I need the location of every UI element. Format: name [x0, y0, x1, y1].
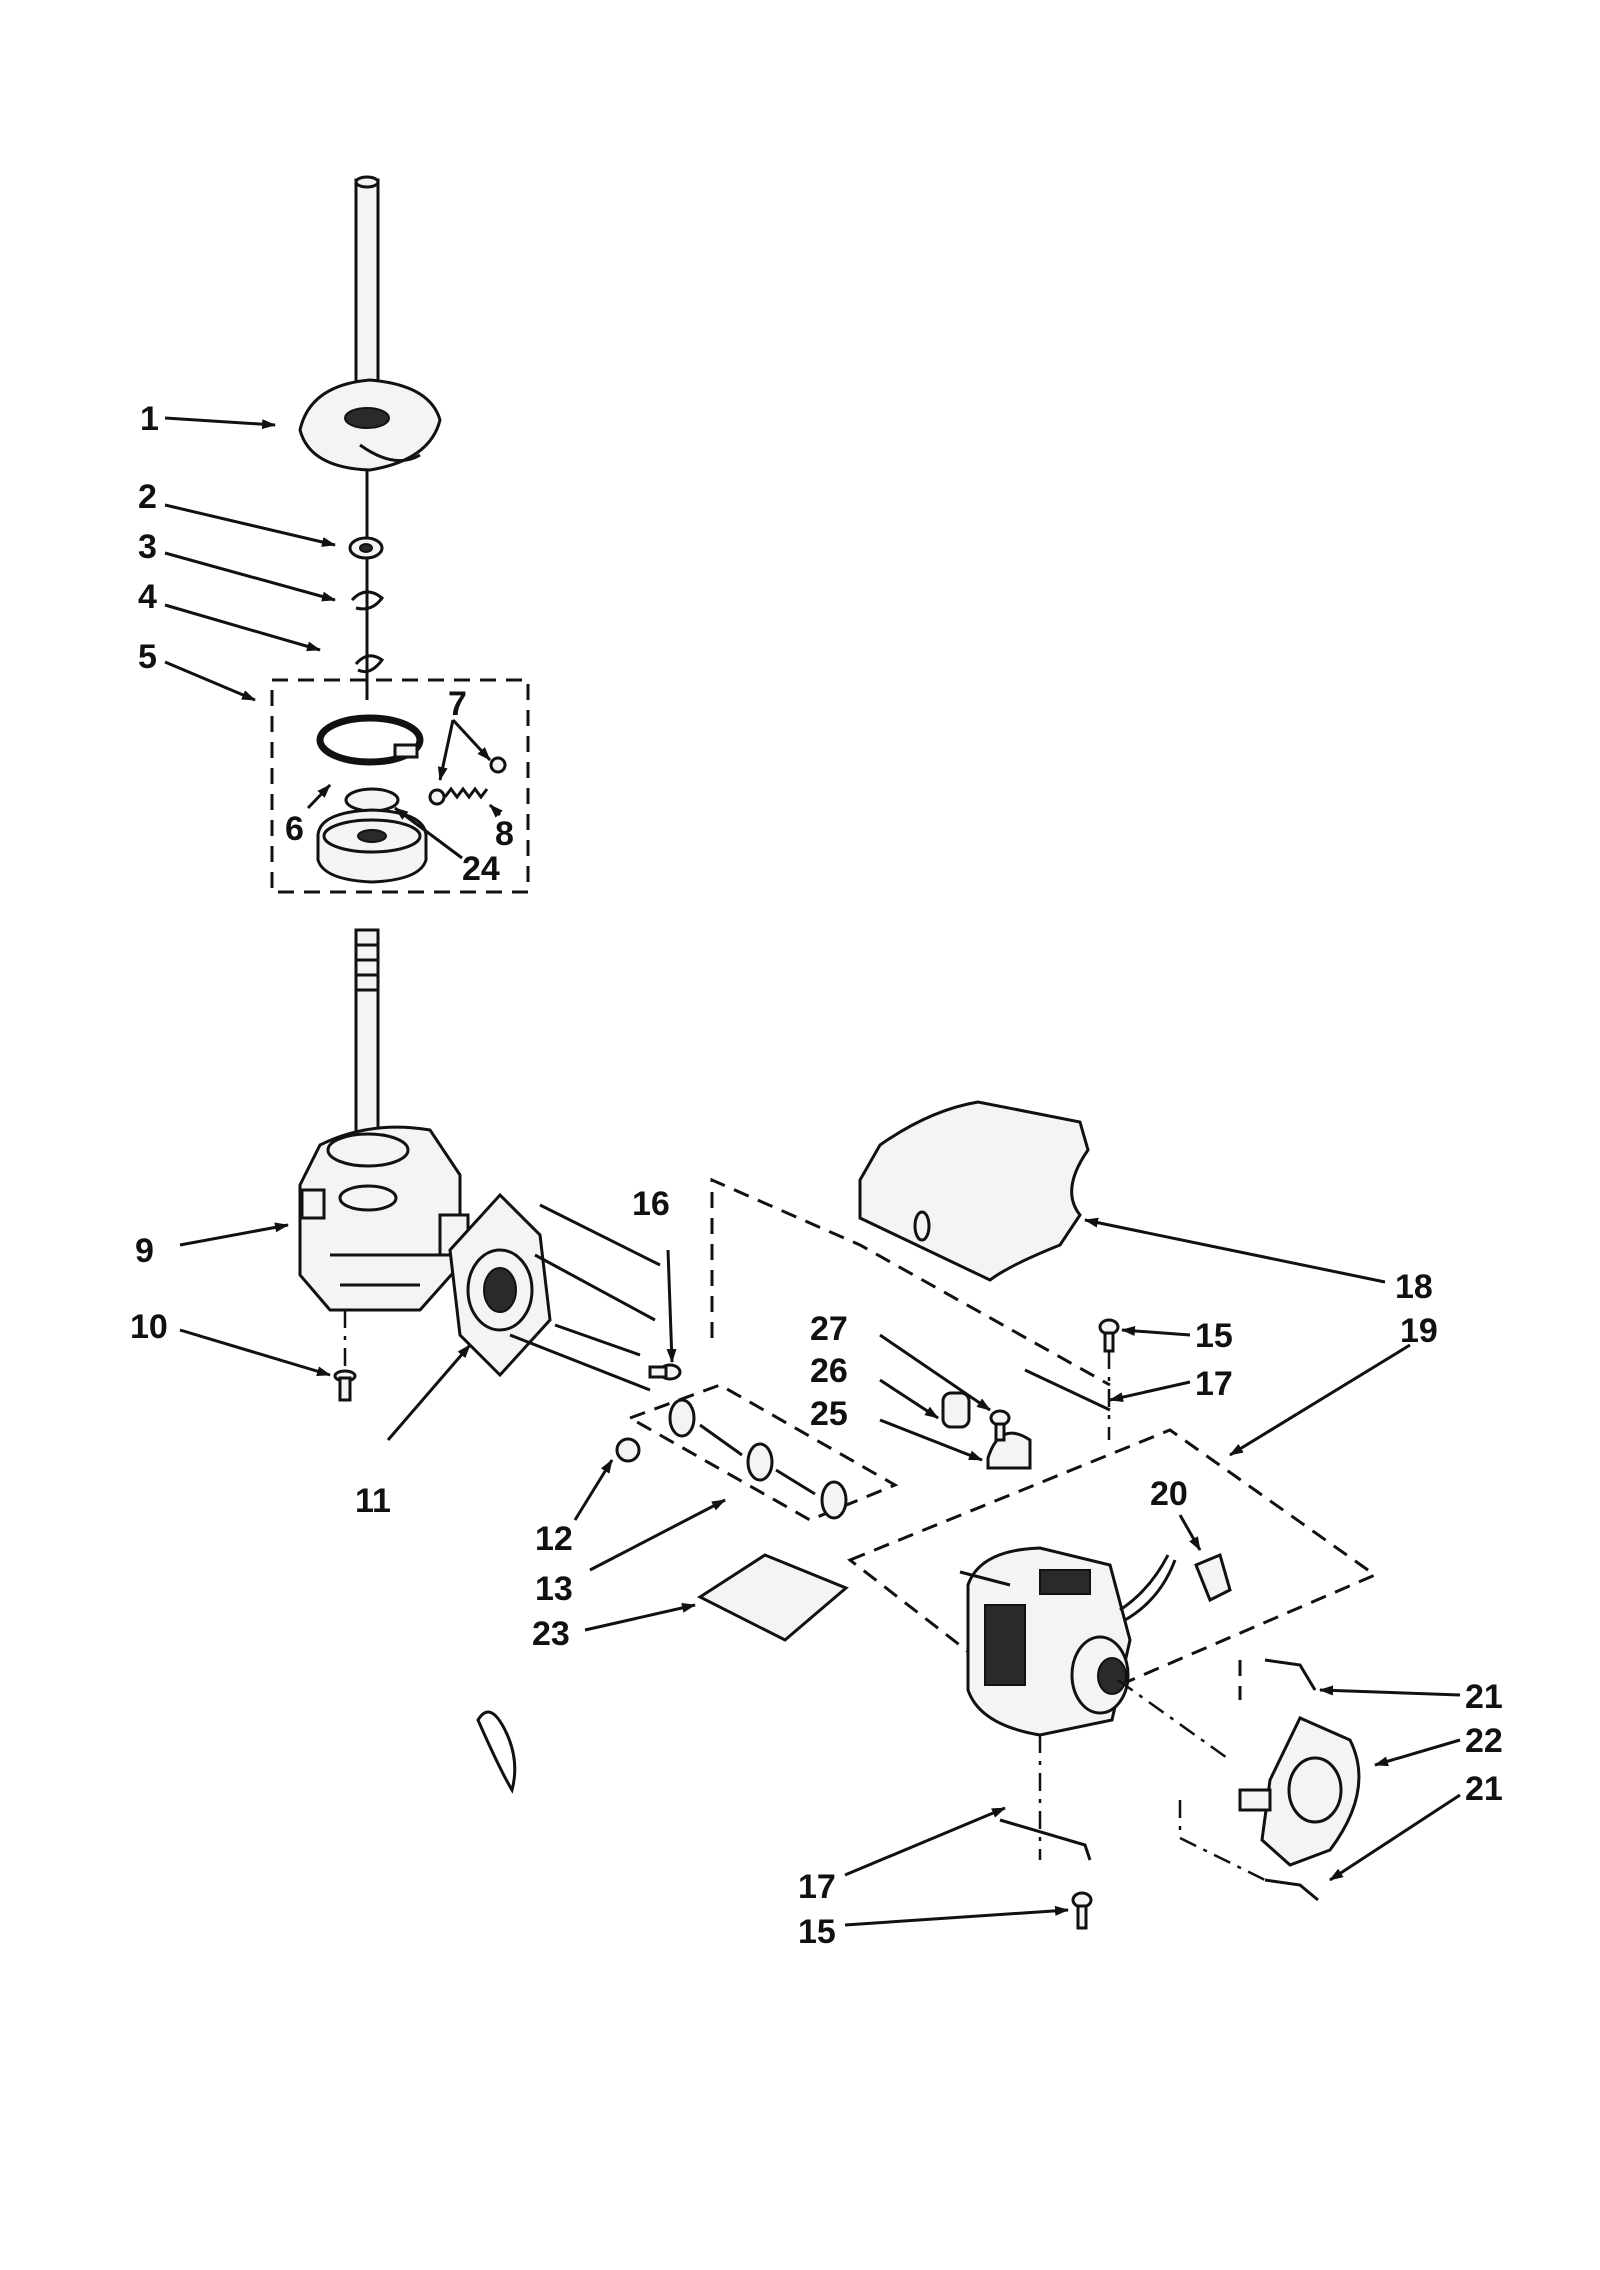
plate-guide-1	[534, 1253, 656, 1322]
callout-6: 6	[285, 810, 304, 848]
pump-part-22	[1238, 1716, 1361, 1867]
callout-21-upper: 21	[1465, 1678, 1503, 1716]
callout-15-lower: 15	[798, 1913, 836, 1951]
coupling-part-b	[746, 1442, 774, 1482]
coupling-part-a	[668, 1398, 696, 1438]
spring-end-part-7b	[489, 756, 507, 774]
gearcase-part-9	[298, 1125, 470, 1312]
callout-11: 11	[355, 1482, 391, 1520]
callout-1: 1	[140, 400, 159, 438]
callout-13: 13	[535, 1570, 573, 1608]
callout-19: 19	[1400, 1312, 1438, 1350]
pump-guide-line	[1178, 1800, 1266, 1882]
screw-part-15-lower	[1071, 1891, 1093, 1930]
callout-2: 2	[138, 478, 157, 516]
plate-guide-3	[554, 1323, 641, 1357]
callout-20: 20	[1150, 1475, 1188, 1513]
ring-part-4	[354, 654, 385, 674]
belt-sketch	[476, 1710, 517, 1794]
callout-9: 9	[135, 1232, 154, 1270]
switch-part-20	[1194, 1552, 1232, 1603]
spring-end-part-7a	[428, 788, 446, 806]
callout-7: 7	[448, 685, 467, 723]
clamp-part-25	[986, 1431, 1032, 1470]
lower-shaft	[354, 928, 380, 1172]
callout-15-upper: 15	[1195, 1317, 1233, 1355]
leader-lines	[164, 416, 1461, 1927]
callout-24: 24	[462, 850, 500, 888]
shield-part-18	[858, 1100, 1090, 1282]
spring-part-8	[443, 786, 489, 800]
callout-5: 5	[138, 638, 157, 676]
clip-part-17-lower	[999, 1818, 1092, 1861]
plate-guide-2	[509, 1333, 651, 1392]
callout-25: 25	[810, 1395, 848, 1433]
brake-band-part-6	[316, 714, 424, 766]
brake-hub	[316, 808, 428, 884]
bolt-part-10	[333, 1369, 357, 1402]
mounting-plate-part-11	[448, 1192, 552, 1378]
upper-shaft	[354, 175, 380, 422]
clip-part-17-upper	[1024, 1368, 1111, 1412]
callout-labels: 1 2 3 4 5 6 7 8 24 9 10 11 12 13 23 16 2…	[130, 400, 1503, 1951]
coupling-axis-2	[775, 1468, 816, 1496]
plate-guide-4	[539, 1203, 661, 1267]
motor-body	[966, 1546, 1177, 1737]
callout-17-upper: 17	[1195, 1365, 1233, 1403]
callout-23: 23	[532, 1615, 570, 1653]
callout-27: 27	[810, 1310, 848, 1348]
motor-stud	[959, 1570, 1011, 1587]
callout-10: 10	[130, 1308, 168, 1346]
capacitor-part-26	[941, 1391, 971, 1429]
callout-17-lower: 17	[798, 1868, 836, 1906]
callout-22: 22	[1465, 1722, 1503, 1760]
kit-box-part-13	[626, 1383, 899, 1522]
callout-12: 12	[535, 1520, 573, 1558]
cam-plate-part-1	[298, 378, 442, 472]
callout-18: 18	[1395, 1268, 1433, 1306]
retainer-part-24	[344, 787, 400, 813]
bolt-part-16	[648, 1363, 682, 1381]
coupling-axis-1	[699, 1423, 743, 1457]
nut-part-12	[615, 1437, 641, 1463]
clip-part-3	[350, 590, 385, 611]
callout-26: 26	[810, 1352, 848, 1390]
callout-8: 8	[495, 815, 514, 853]
washer-hole	[359, 543, 373, 553]
callout-3: 3	[138, 528, 157, 566]
bracket-guide-line	[710, 1177, 1111, 1387]
coupling-part-c	[820, 1480, 848, 1520]
motor-shaft-axis	[1117, 1678, 1231, 1762]
screw-part-15-upper	[1098, 1318, 1120, 1353]
callout-21-lower: 21	[1465, 1770, 1503, 1808]
callout-4: 4	[138, 578, 157, 616]
clip-part-21-lower	[1264, 1878, 1319, 1902]
callout-16: 16	[632, 1185, 670, 1223]
clip-part-21-upper	[1264, 1658, 1317, 1691]
screw-part-27	[989, 1409, 1011, 1442]
pad-part-23	[696, 1553, 849, 1642]
